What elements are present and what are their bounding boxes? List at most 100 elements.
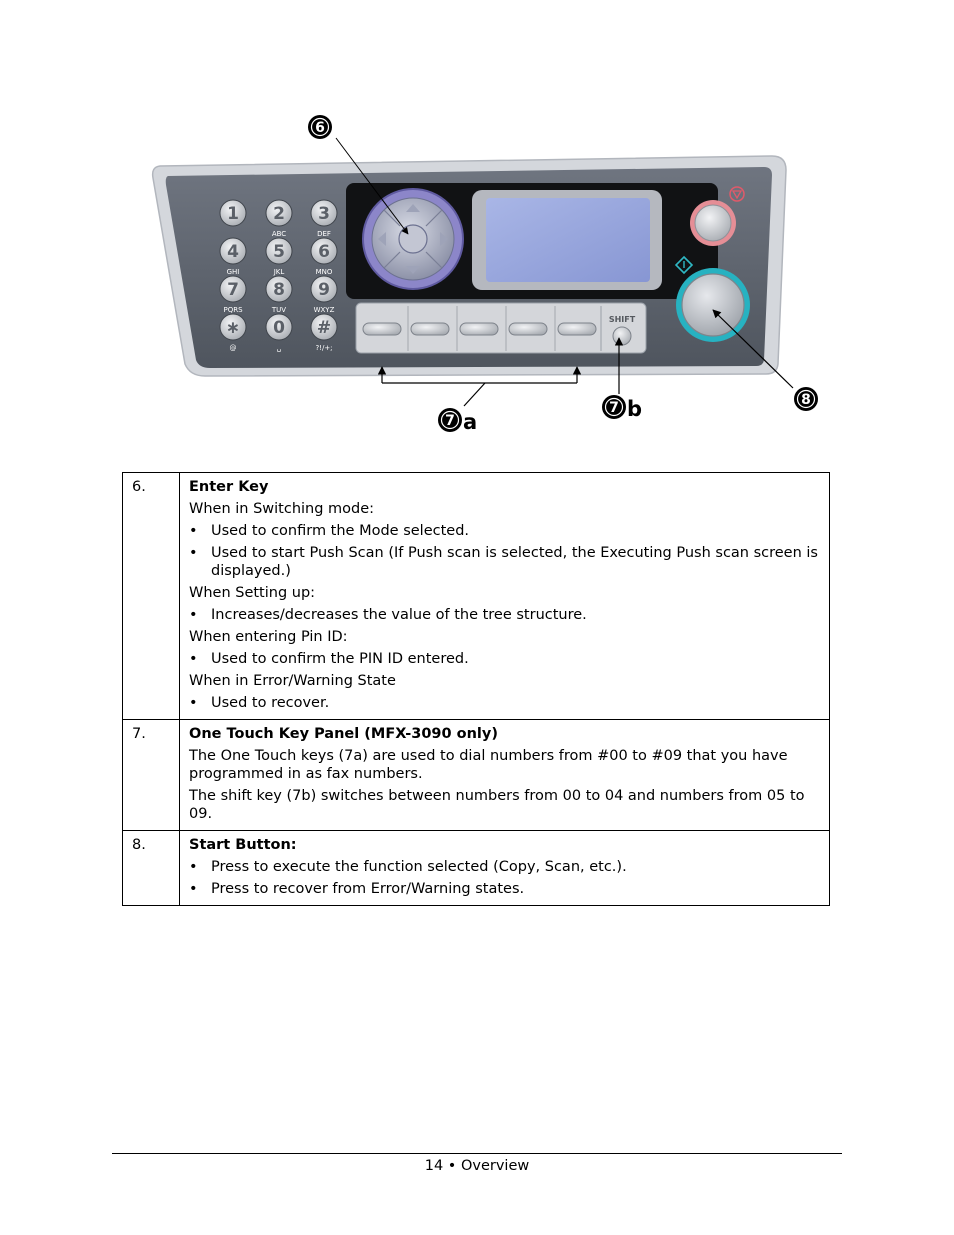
one-touch-key[interactable] — [557, 322, 597, 336]
keypad-key[interactable]: 1 — [219, 199, 247, 227]
callout-7a-suffix: a — [463, 410, 477, 434]
shift-key[interactable] — [612, 326, 632, 346]
callout-7a-bracket — [377, 366, 582, 407]
one-touch-key[interactable] — [362, 322, 402, 336]
bullet-item: Used to start Push Scan (If Push scan is… — [189, 544, 820, 580]
row-title: One Touch Key Panel (MFX-3090 only) — [189, 726, 498, 742]
keypad-key[interactable]: 0␣ — [265, 313, 293, 352]
keypad-key-cap[interactable] — [219, 237, 247, 265]
bullet-item: Press to execute the function selected (… — [189, 858, 820, 876]
one-touch-key[interactable] — [459, 322, 499, 336]
nav-dividers — [383, 209, 443, 269]
page-footer: 14 • Overview — [424, 1158, 530, 1174]
callout-7b-number: 7 — [609, 400, 619, 416]
one-touch-keys — [362, 306, 597, 351]
keypad-digit: 0 — [273, 318, 285, 338]
keypad-letters: @ — [230, 344, 237, 352]
row-description: Start Button:Press to execute the functi… — [179, 830, 830, 906]
keypad-key-cap[interactable] — [265, 199, 293, 227]
keypad-key-cap[interactable] — [219, 275, 247, 303]
keypad-key-cap[interactable] — [310, 313, 338, 341]
keypad-key-cap[interactable] — [310, 199, 338, 227]
keypad-digit: 1 — [227, 204, 239, 224]
keypad-digit: 3 — [318, 204, 330, 224]
stop-button[interactable] — [694, 204, 732, 242]
keypad-digit: # — [317, 318, 331, 338]
table-row: 7.One Touch Key Panel (MFX-3090 only)The… — [122, 719, 830, 831]
keypad-digit: 4 — [227, 242, 239, 262]
footer-rule — [112, 1153, 842, 1154]
keypad-key[interactable]: ∗@ — [219, 313, 247, 352]
row-number: 8. — [122, 830, 180, 906]
start-icon — [674, 255, 694, 275]
one-touch-panel — [355, 302, 647, 354]
keypad-key-cap[interactable] — [219, 199, 247, 227]
paragraph: When in Switching mode: — [189, 501, 375, 517]
arrow-up-icon — [406, 204, 420, 212]
keypad-letters: DEF — [317, 230, 331, 238]
one-touch-key[interactable] — [508, 322, 548, 336]
keypad-key-cap[interactable] — [265, 237, 293, 265]
bullet-item: Used to confirm the Mode selected. — [189, 522, 820, 540]
keypad-letters: ABC — [272, 230, 286, 238]
keypad-digit: 7 — [227, 280, 239, 300]
keypad-letters: TUV — [271, 306, 286, 314]
callout-7a-number: 7 — [445, 413, 455, 429]
keypad-digit: 6 — [318, 242, 330, 262]
keypad-letters: WXYZ — [314, 306, 335, 314]
keypad-key-cap[interactable] — [310, 275, 338, 303]
keypad-letters: JKL — [273, 268, 285, 276]
lcd-screen — [486, 198, 650, 282]
keypad-letters: MNO — [316, 268, 333, 276]
callout-8-leader — [712, 309, 794, 389]
bullet-item: Used to recover. — [189, 694, 820, 712]
callout-6-leader — [335, 137, 409, 235]
paragraph: When Setting up: — [189, 585, 316, 601]
enter-key[interactable] — [398, 224, 428, 254]
keypad-letters: ␣ — [277, 344, 281, 352]
keypad-key-cap[interactable] — [265, 313, 293, 341]
bullet-item: Used to confirm the PIN ID entered. — [189, 650, 820, 668]
stop-icon — [731, 190, 743, 200]
keypad-letters: ?!/+; — [315, 344, 332, 352]
one-touch-key[interactable] — [410, 322, 450, 336]
arrow-left-icon — [378, 232, 386, 246]
keypad-digit: ∗ — [226, 318, 240, 338]
keypad-digit: 8 — [273, 280, 285, 300]
callout-7b-suffix: b — [627, 397, 642, 421]
keypad-key[interactable]: # ?!/+; — [310, 313, 338, 352]
start-button[interactable] — [681, 273, 745, 337]
table-row: 8.Start Button:Press to execute the func… — [122, 830, 830, 906]
keypad-digit: 5 — [273, 242, 285, 262]
paragraph: The shift key (7b) switches between numb… — [189, 788, 805, 822]
bullet-item: Increases/decreases the value of the tre… — [189, 606, 820, 624]
row-title: Enter Key — [189, 479, 269, 495]
keypad-letters: PQRS — [223, 306, 243, 314]
paragraph: When in Error/Warning State — [189, 673, 396, 689]
keypad-key-cap[interactable] — [219, 313, 247, 341]
keypad-key-cap[interactable] — [310, 237, 338, 265]
keypad-letters: GHI — [227, 268, 240, 276]
stop-icon-ring — [729, 186, 745, 202]
arrow-down-icon — [406, 266, 420, 274]
keypad-key-cap[interactable] — [265, 275, 293, 303]
callout-6-number: 6 — [315, 120, 325, 136]
row-description: One Touch Key Panel (MFX-3090 only)The O… — [179, 719, 830, 831]
row-number: 7. — [122, 719, 180, 831]
paragraph: When entering Pin ID: — [189, 629, 348, 645]
row-number: 6. — [122, 472, 180, 720]
keypad-digit: 9 — [318, 280, 330, 300]
